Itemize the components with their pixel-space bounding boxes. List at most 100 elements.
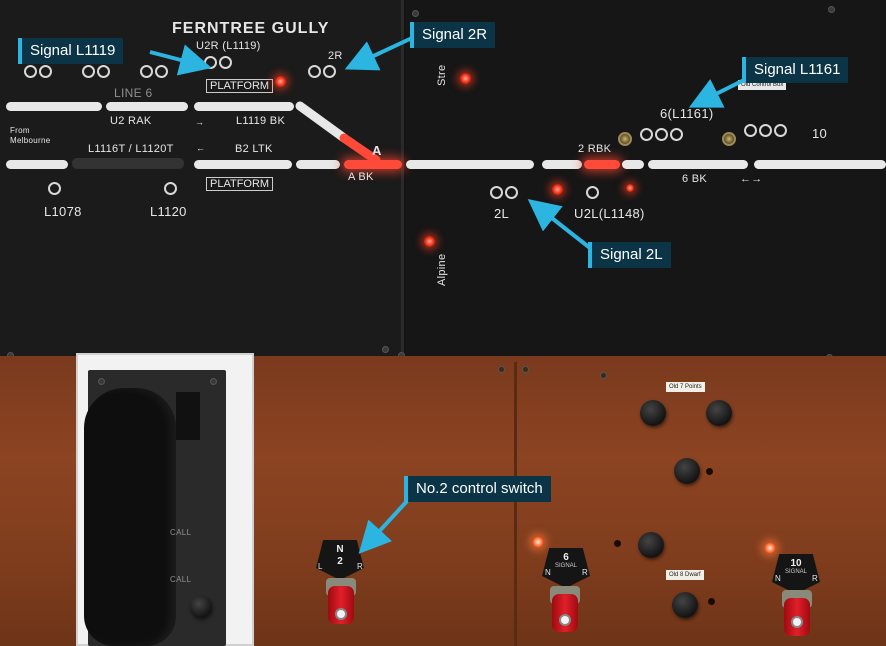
amber-indicator-lamp	[722, 132, 736, 146]
line-label: LINE 6	[114, 86, 153, 100]
switch-2-left-label: L	[318, 562, 323, 571]
control-knob[interactable]	[640, 400, 666, 426]
switch-10-left-label: N	[775, 574, 782, 583]
track-segment	[622, 160, 644, 169]
platform-label-lower: PLATFORM	[206, 177, 274, 191]
amber-indicator-lamp	[618, 132, 632, 146]
red-indicator-lamp	[275, 76, 286, 87]
track-segment	[194, 102, 294, 111]
track-label-a: A	[372, 143, 382, 158]
screw	[828, 6, 835, 13]
switch-6-label: SIGNAL	[554, 563, 577, 569]
switch-10-right-label: R	[812, 574, 819, 583]
direction-label-top: Stre	[436, 64, 448, 86]
screw	[600, 372, 607, 379]
callout-signal-l1161: Signal L1161	[742, 57, 849, 83]
track-segment	[648, 160, 748, 169]
switch-10-label: SIGNAL	[784, 569, 807, 575]
track-segment	[194, 160, 292, 169]
track-segment	[6, 160, 68, 169]
melbourne-label: Melbourne	[10, 136, 51, 145]
switch-10-knob	[791, 616, 803, 628]
indicator-lamp	[764, 542, 776, 554]
control-knob[interactable]	[706, 400, 732, 426]
signal-lamp-group	[140, 65, 168, 78]
knob-hole	[708, 598, 715, 605]
screw	[412, 10, 419, 17]
track-label-a-bk: A BK	[348, 171, 374, 183]
track-label-u2-rak: U2 RAK	[110, 115, 152, 127]
arrow-left: ←	[196, 143, 206, 153]
control-knob[interactable]	[638, 532, 664, 558]
screw	[382, 346, 389, 353]
signal-l1161-label: 6(L1161)	[660, 106, 714, 121]
phone-call-label: CALL	[170, 575, 192, 584]
old-8-dwarf-card: Old 8 Dwarf	[666, 570, 704, 580]
switch-2-top-letter: N	[336, 544, 344, 555]
signal-10-lamps	[744, 124, 787, 137]
control-knob[interactable]	[672, 592, 698, 618]
track-segment	[754, 160, 886, 169]
arrow-both-ways: ←→	[740, 173, 763, 185]
signal-2l-lamps	[490, 186, 518, 199]
screw	[210, 378, 217, 385]
control-knob[interactable]	[674, 458, 700, 484]
track-label-6-bk: 6 BK	[682, 173, 708, 185]
telephone-handset[interactable]	[84, 388, 176, 646]
signal-l1120-lamp	[164, 182, 177, 195]
track-label-l1119-bk: L1119 BK	[236, 115, 286, 127]
switch-2-number: 2	[337, 556, 343, 567]
signal-lamp-group	[82, 65, 110, 78]
signal-l1078-label: L1078	[44, 204, 82, 219]
switch-2-right-label: R	[357, 562, 364, 571]
switch-6-knob	[559, 614, 571, 626]
red-indicator-lamp	[626, 184, 634, 192]
track-label-b2-ltk: B2 LTK	[235, 143, 273, 155]
switch-10-number: 10	[790, 558, 802, 569]
screw	[522, 366, 529, 373]
signal-u2l-lamps	[586, 186, 599, 199]
telephone-cradle	[176, 392, 200, 440]
signal-lamp-group	[24, 65, 52, 78]
callout-signal-2l: Signal 2L	[588, 242, 671, 268]
platform-label-upper: PLATFORM	[206, 79, 274, 93]
knob-hole	[614, 540, 621, 547]
track-occupied	[344, 160, 402, 169]
signal-10-label: 10	[812, 126, 828, 141]
red-indicator-lamp	[552, 184, 563, 195]
red-indicator-lamp	[424, 236, 435, 247]
track-segment	[296, 160, 340, 169]
signal-u2l-label: U2L(L1148)	[574, 206, 645, 221]
track-segment	[406, 160, 534, 169]
screw	[498, 366, 505, 373]
screw	[98, 378, 105, 385]
switch-6-lever[interactable]	[552, 594, 578, 632]
track-segment	[6, 102, 102, 111]
switch-6-right-label: R	[582, 568, 589, 577]
switch-6-number: 6	[563, 552, 569, 563]
arrow-right: →	[195, 117, 205, 127]
phone-call-label: CALL	[170, 528, 192, 537]
from-label: From	[10, 126, 30, 135]
track-segment	[106, 102, 188, 111]
red-indicator-lamp	[460, 73, 471, 84]
track-segment	[542, 160, 582, 169]
callout-signal-l1119: Signal L1119	[18, 38, 124, 64]
old-7-points-card: Old 7 Points	[666, 382, 705, 392]
signal-2r-label: 2R	[328, 50, 343, 62]
signal-u2r-label: U2R (L1119)	[196, 40, 261, 52]
track-label-2-rbk: 2 RBK	[578, 143, 612, 155]
track-label-l1116t-l1120t: L1116T / L1120T	[88, 143, 174, 155]
callout-control-switch-2: No.2 control switch	[404, 476, 551, 502]
indicator-lamp	[532, 536, 544, 548]
panel-seam	[514, 362, 517, 646]
signal-l1120-label: L1120	[150, 204, 187, 219]
signal-2l-label: 2L	[494, 206, 510, 221]
direction-label-bottom: Alpine	[436, 253, 448, 286]
switch-6-left-label: N	[545, 568, 552, 577]
station-name: FERNTREE GULLY	[172, 20, 330, 37]
switch-2-knob	[335, 608, 347, 620]
track-occupied	[584, 160, 620, 169]
knob-hole	[706, 468, 713, 475]
